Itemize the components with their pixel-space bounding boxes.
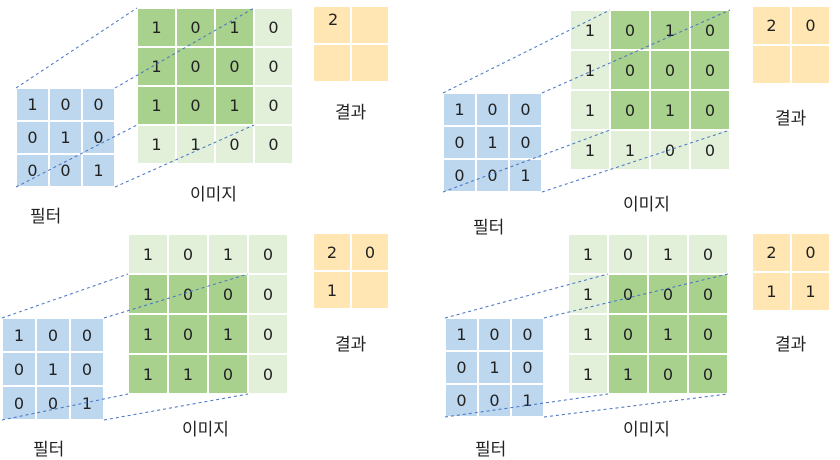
image-cell: 0 — [248, 354, 288, 394]
filter-cell: 1 — [36, 352, 70, 386]
filter-cell: 0 — [445, 384, 478, 417]
image-cell: 1 — [570, 90, 610, 130]
image-cell: 0 — [254, 47, 293, 86]
image-cell: 1 — [568, 314, 608, 354]
result-cell — [313, 44, 351, 82]
filter-cell: 0 — [82, 88, 115, 121]
filter-cell: 0 — [2, 352, 36, 386]
image-cell: 0 — [648, 354, 688, 394]
image-cell: 1 — [568, 234, 608, 274]
filter-cell: 1 — [443, 93, 476, 126]
result-cell: 0 — [351, 233, 389, 271]
image-cell: 0 — [688, 314, 728, 354]
filter-cell: 0 — [445, 351, 478, 384]
projection-line — [543, 393, 729, 418]
filter-cell: 0 — [511, 318, 544, 351]
result-cell: 1 — [752, 272, 791, 311]
image-cell: 0 — [248, 314, 288, 354]
image-cell: 0 — [208, 354, 248, 394]
filter-cell: 0 — [511, 351, 544, 384]
result-cell: 0 — [791, 6, 830, 45]
image-cell: 0 — [168, 234, 208, 274]
filter-cell: 0 — [36, 318, 70, 352]
image-label: 이미지 — [623, 420, 670, 440]
result-cell — [351, 271, 389, 309]
image-cell: 0 — [608, 234, 648, 274]
result-label: 결과 — [775, 335, 807, 355]
result-cell — [752, 45, 791, 84]
image-label: 이미지 — [190, 185, 237, 205]
filter-cell: 1 — [16, 88, 49, 121]
image-cell: 1 — [128, 314, 168, 354]
result-cell: 2 — [313, 233, 351, 271]
image-cell: 0 — [608, 274, 648, 314]
result-label: 결과 — [335, 103, 367, 123]
image-cell: 0 — [248, 234, 288, 274]
filter-label: 필터 — [30, 207, 62, 227]
image-cell: 0 — [688, 274, 728, 314]
image-cell: 1 — [648, 234, 688, 274]
result-cell — [351, 44, 389, 82]
image-cell: 1 — [128, 234, 168, 274]
result-grid: 2 — [313, 6, 389, 82]
filter-cell: 0 — [478, 318, 511, 351]
result-cell — [791, 45, 830, 84]
filter-cell: 0 — [70, 318, 104, 352]
filter-cell: 1 — [478, 351, 511, 384]
result-label: 결과 — [775, 109, 807, 129]
image-cell: 0 — [254, 125, 293, 164]
filter-cell: 0 — [509, 93, 542, 126]
result-cell — [351, 6, 389, 44]
image-cell: 1 — [608, 354, 648, 394]
result-cell: 2 — [752, 233, 791, 272]
result-cell: 1 — [313, 271, 351, 309]
image-label: 이미지 — [182, 420, 229, 440]
image-cell: 0 — [248, 274, 288, 314]
image-cell: 0 — [254, 8, 293, 47]
image-cell: 0 — [608, 314, 648, 354]
result-label: 결과 — [335, 335, 367, 355]
result-cell: 2 — [752, 6, 791, 45]
result-cell: 1 — [791, 272, 830, 311]
filter-label: 필터 — [473, 218, 505, 238]
image-cell: 1 — [137, 86, 176, 125]
image-label: 이미지 — [623, 195, 670, 215]
result-cell: 0 — [791, 233, 830, 272]
filter-cell: 1 — [445, 318, 478, 351]
image-cell: 1 — [650, 90, 690, 130]
image-cell: 1 — [128, 354, 168, 394]
filter-cell: 1 — [2, 318, 36, 352]
image-cell: 1 — [208, 234, 248, 274]
filter-cell: 0 — [70, 352, 104, 386]
image-cell: 1 — [168, 354, 208, 394]
filter-cell: 0 — [476, 93, 509, 126]
result-cell: 2 — [313, 6, 351, 44]
filter-cell: 0 — [478, 384, 511, 417]
filter-cell: 0 — [49, 88, 82, 121]
image-cell: 0 — [168, 314, 208, 354]
image-cell: 1 — [648, 314, 688, 354]
filter-cell: 1 — [511, 384, 544, 417]
image-cell: 0 — [648, 274, 688, 314]
image-cell: 0 — [176, 86, 215, 125]
filter-label: 필터 — [475, 440, 507, 460]
image-cell: 1 — [215, 86, 254, 125]
image-cell: 1 — [568, 274, 608, 314]
image-cell: 0 — [254, 86, 293, 125]
image-cell: 0 — [688, 234, 728, 274]
image-cell: 0 — [688, 354, 728, 394]
image-cell: 1 — [568, 354, 608, 394]
